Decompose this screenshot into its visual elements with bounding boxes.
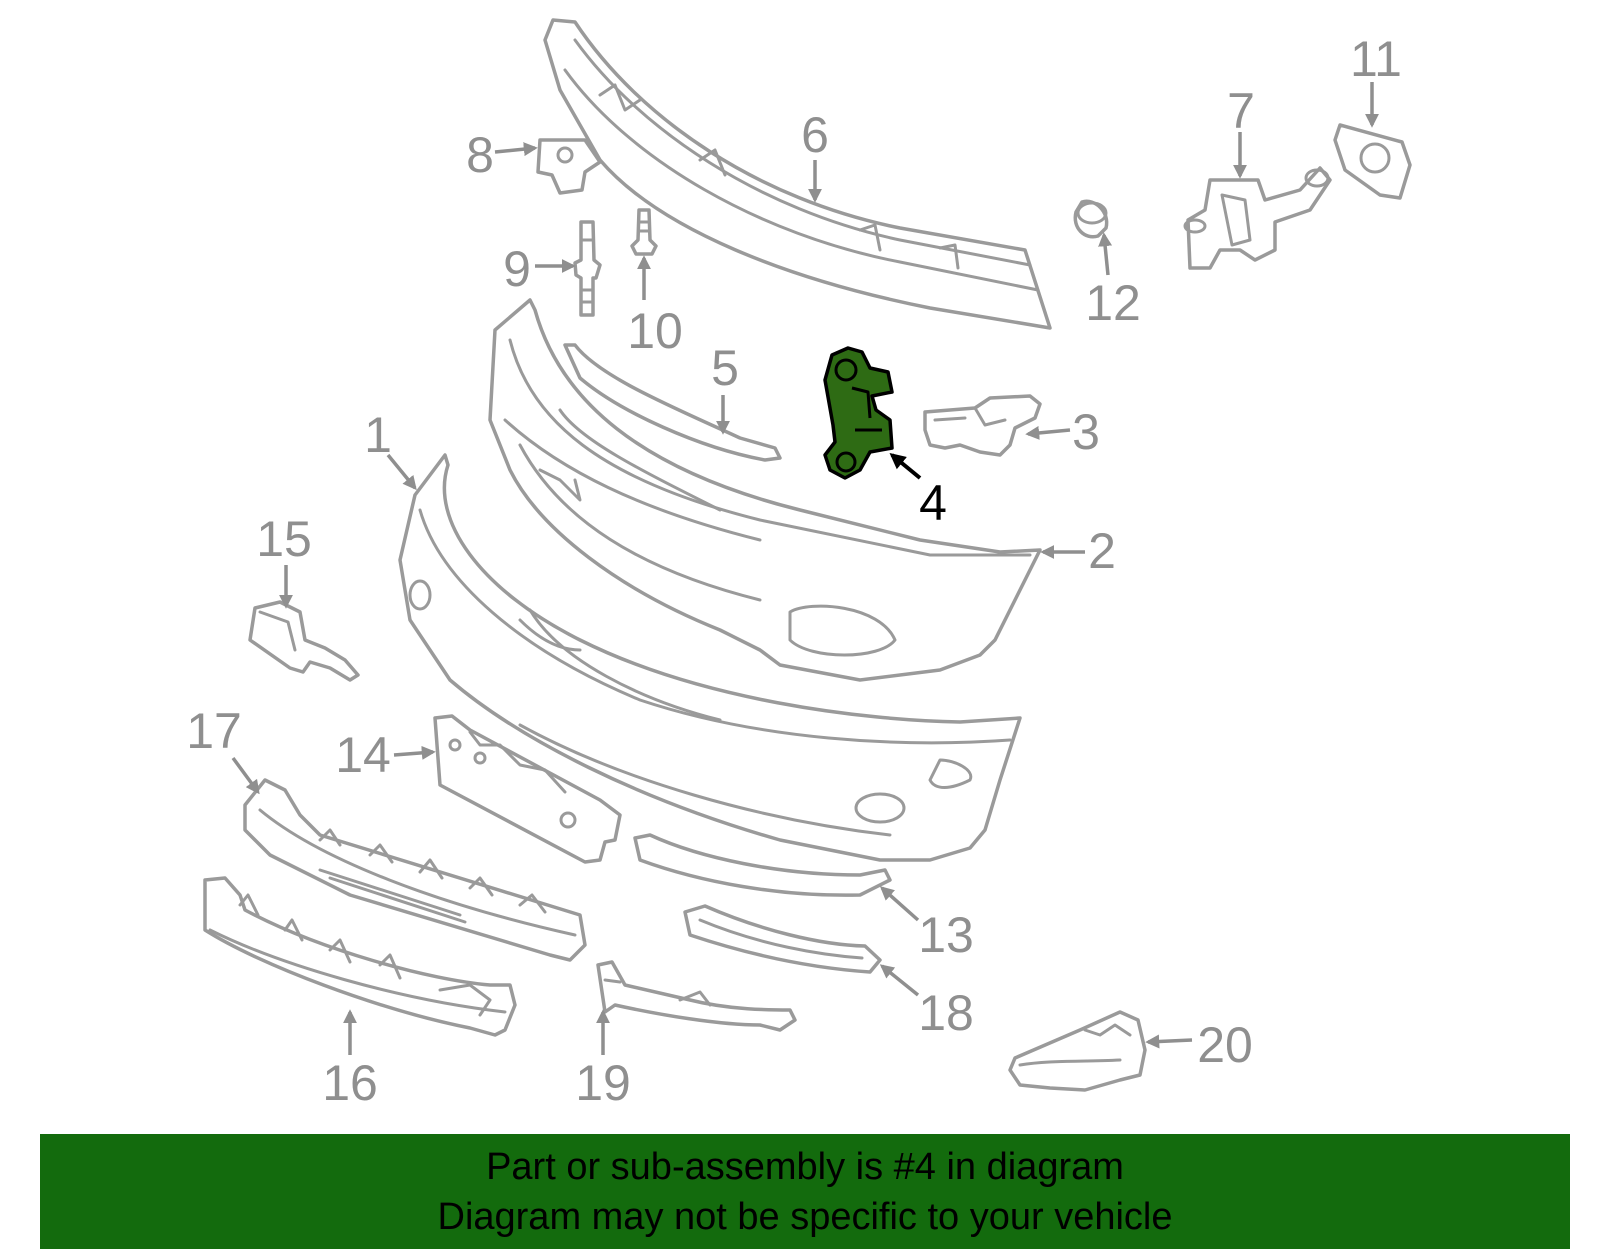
part-11-plate[interactable] xyxy=(1333,123,1412,200)
callout-17[interactable]: 17 xyxy=(186,703,242,759)
banner-line-2: Diagram may not be specific to your vehi… xyxy=(437,1196,1173,1238)
banner-line-1: Part or sub-assembly is #4 in diagram xyxy=(486,1146,1124,1188)
part-8-bracket[interactable] xyxy=(536,138,602,195)
callout-20[interactable]: 20 xyxy=(1197,1017,1253,1073)
callout-10[interactable]: 10 xyxy=(627,303,683,359)
part-15-bracket[interactable] xyxy=(248,600,360,682)
part-19-bracket-strip[interactable] xyxy=(596,960,797,1032)
part-12-bushing[interactable] xyxy=(1073,199,1109,239)
callout-6[interactable]: 6 xyxy=(801,107,829,163)
callout-11[interactable]: 11 xyxy=(1350,31,1402,87)
callout-15[interactable]: 15 xyxy=(256,511,312,567)
callout-labels: 1 2 3 4 5 6 7 8 9 10 11 12 13 14 15 16 1… xyxy=(186,31,1402,1111)
info-banner: Part or sub-assembly is #4 in diagram Di… xyxy=(40,1134,1570,1249)
part-17-absorber[interactable] xyxy=(243,778,587,962)
callout-1[interactable]: 1 xyxy=(364,407,392,463)
part-4-bracket-highlighted[interactable] xyxy=(823,346,894,480)
part-5-trim-strip[interactable] xyxy=(563,343,782,462)
callout-18[interactable]: 18 xyxy=(918,985,974,1041)
callout-19[interactable]: 19 xyxy=(575,1055,631,1111)
callout-4[interactable]: 4 xyxy=(919,475,947,531)
part-13-trim-strip[interactable] xyxy=(633,833,892,897)
callout-2[interactable]: 2 xyxy=(1088,523,1116,579)
callout-13[interactable]: 13 xyxy=(918,907,974,963)
callout-12[interactable]: 12 xyxy=(1085,275,1141,331)
callout-7[interactable]: 7 xyxy=(1227,83,1255,139)
callout-5[interactable]: 5 xyxy=(711,340,739,396)
part-9-stud[interactable] xyxy=(573,220,602,317)
part-20-bracket[interactable] xyxy=(1008,1010,1147,1092)
leader-lines xyxy=(231,82,1379,1055)
callout-14[interactable]: 14 xyxy=(335,727,391,783)
part-18-trim-strip[interactable] xyxy=(683,904,882,974)
part-16-absorber[interactable] xyxy=(203,876,517,1037)
callout-3[interactable]: 3 xyxy=(1072,404,1100,460)
part-10-bolt[interactable] xyxy=(630,208,658,256)
part-1-bumper[interactable] xyxy=(398,453,1022,862)
callout-16[interactable]: 16 xyxy=(322,1055,378,1111)
callout-8[interactable]: 8 xyxy=(466,127,494,183)
callout-9[interactable]: 9 xyxy=(503,241,531,297)
part-2-bumper-cover[interactable] xyxy=(488,298,1042,682)
part-7-bracket-assembly[interactable] xyxy=(1183,166,1332,270)
part-14-plate-bracket[interactable] xyxy=(433,714,622,864)
part-3-sensor[interactable] xyxy=(923,394,1042,457)
part-6-reinforcement[interactable] xyxy=(543,18,1052,330)
